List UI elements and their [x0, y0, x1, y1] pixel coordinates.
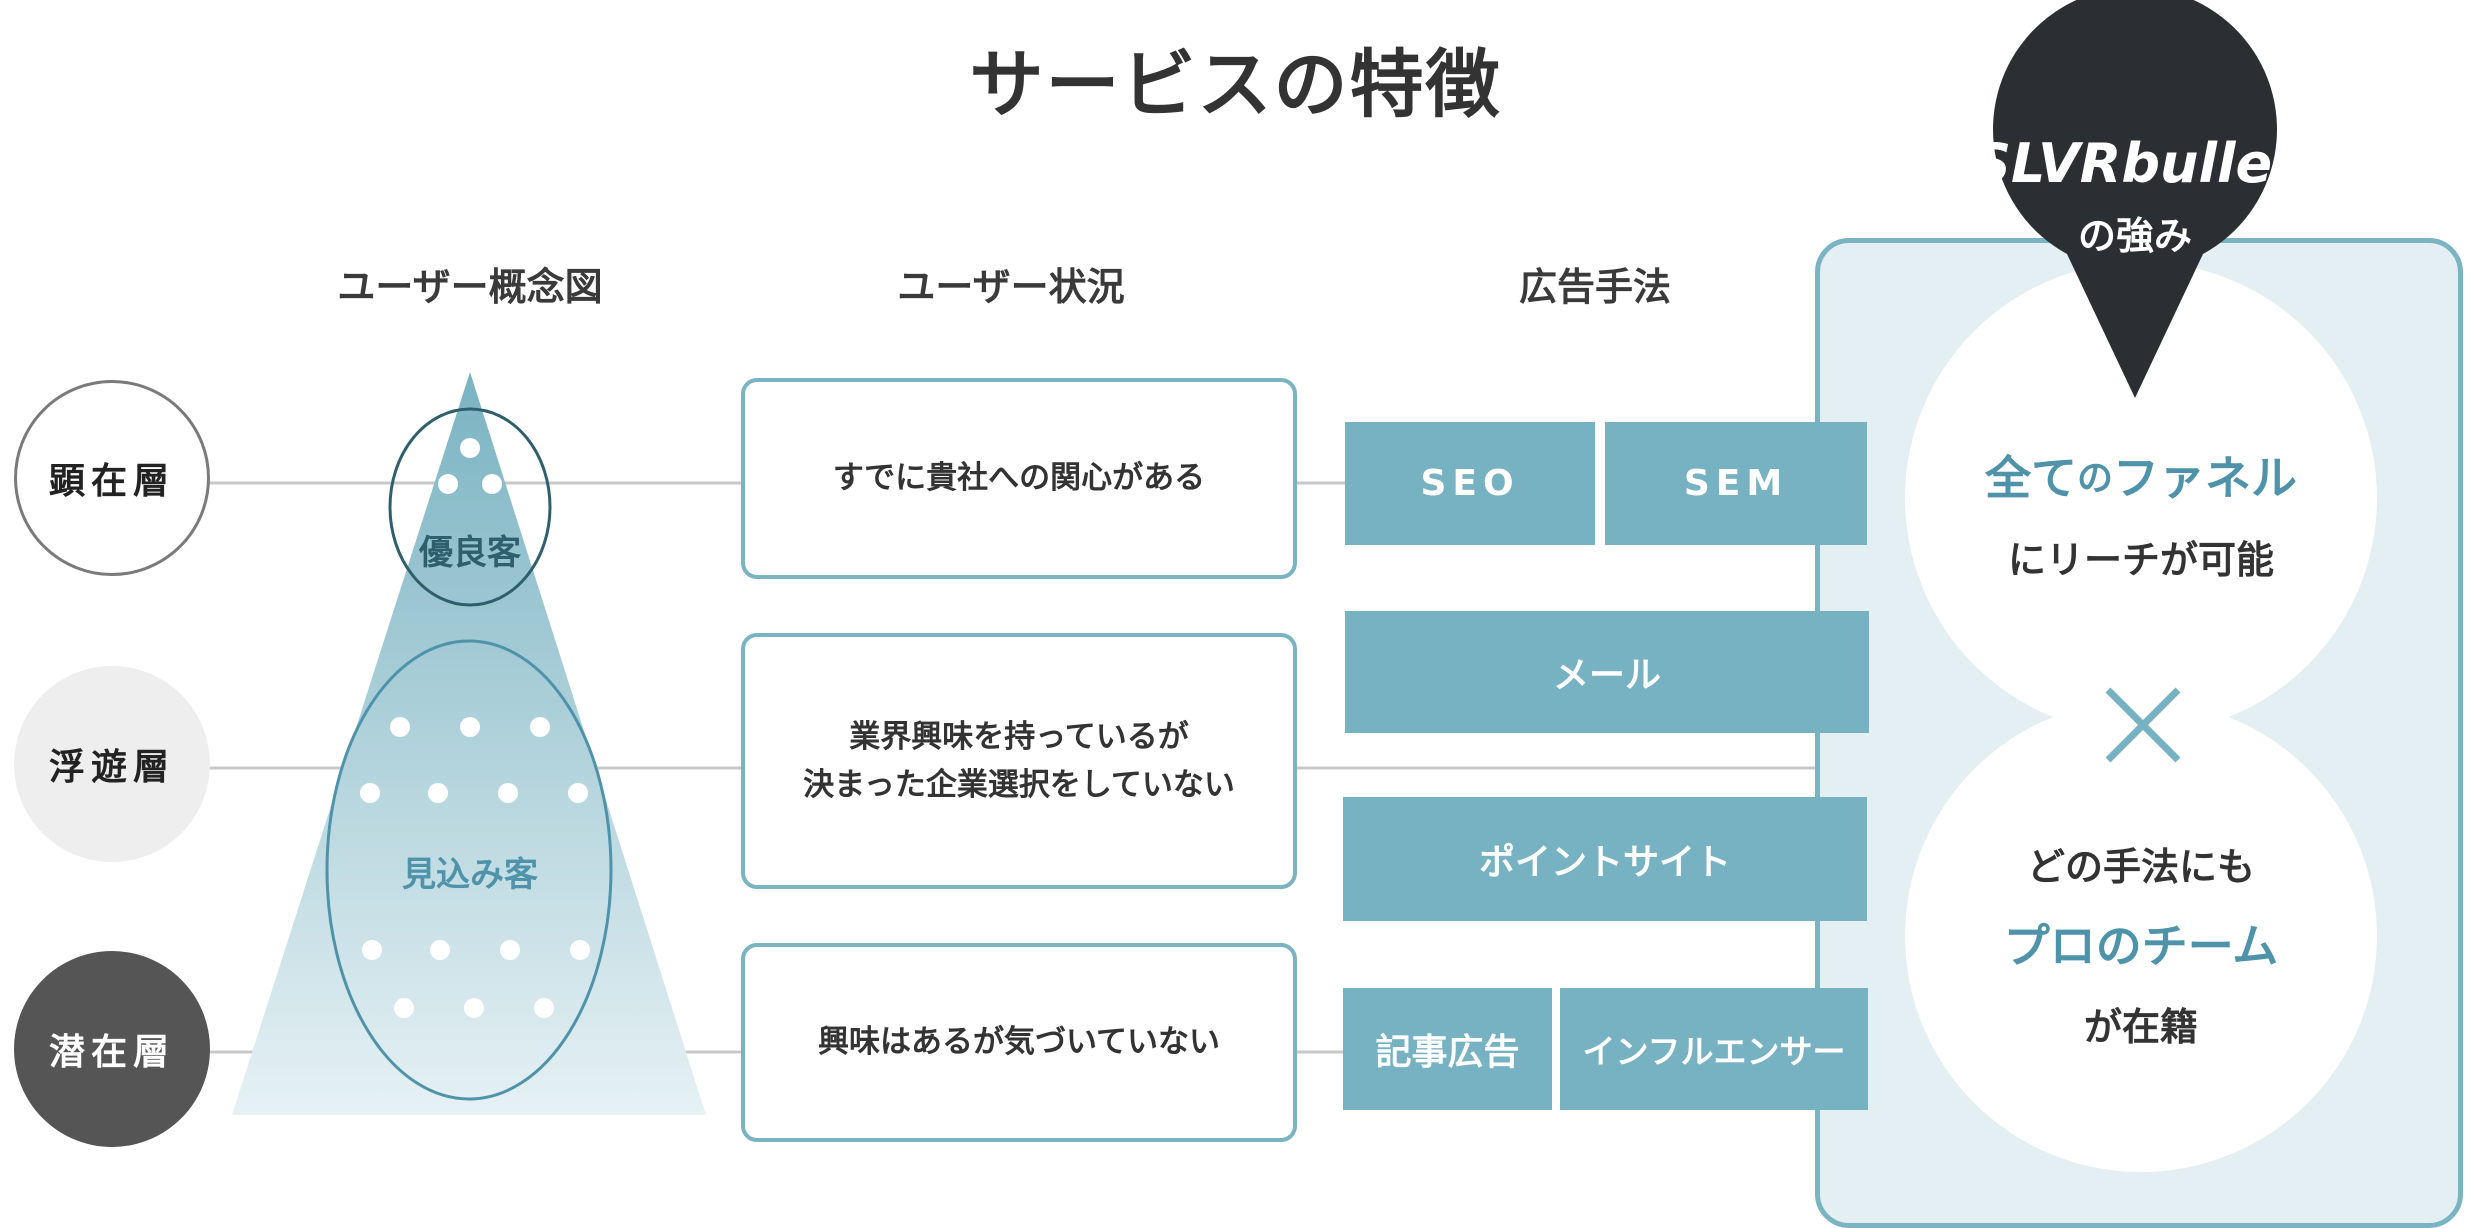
ad-sem: SEM — [1605, 422, 1867, 545]
strength-circle-bottom — [1905, 700, 2377, 1172]
status-box-kenzai: すでに貴社への関心がある — [741, 378, 1297, 579]
brand-name: SLVRbullet — [1972, 131, 2298, 195]
ad-mail: メール — [1345, 611, 1869, 733]
prospect-ring — [325, 639, 613, 1101]
column-header-status: ユーザー状況 — [897, 264, 1125, 309]
highlight-all: 全て — [1984, 451, 2077, 505]
reach-funnel-subtext: にリーチが可能 — [2007, 537, 2274, 582]
prospect-label: 見込み客 — [402, 854, 538, 895]
column-header-ads: 広告手法 — [1518, 264, 1671, 309]
ad-seo: SEO — [1345, 422, 1595, 545]
layer-senzai: 潜在層 — [14, 951, 210, 1147]
good-customer-label: 優良客 — [419, 532, 521, 573]
ad-point-site: ポイントサイト — [1343, 797, 1867, 921]
customer-dots — [360, 438, 590, 1018]
ad-influencer: インフルエンサー — [1560, 988, 1868, 1110]
funnel-triangle — [232, 372, 706, 1115]
cross-icon — [2105, 687, 2181, 763]
reach-funnel-headline: 全てのファネル — [1905, 440, 2377, 510]
pro-team-highlight: プロのチーム — [2003, 919, 2279, 973]
brand-suffix: の強み — [2077, 213, 2192, 258]
highlight-funnel: ファネル — [2113, 451, 2297, 505]
layer-fuyu: 浮遊層 — [14, 666, 210, 862]
layer-kenzai: 顕在層 — [14, 380, 210, 576]
brand-pin-badge — [1993, 0, 2277, 398]
status-box-senzai: 興味はあるが気づいていない — [741, 943, 1297, 1142]
ad-article: 記事広告 — [1343, 988, 1552, 1110]
pro-team-line1: どの手法にも — [2026, 844, 2255, 889]
funnel-diagram — [232, 372, 706, 1115]
pro-team-line3: が在籍 — [2083, 1004, 2198, 1049]
column-header-concept: ユーザー概念図 — [337, 264, 603, 309]
status-box-fuyu: 業界興味を持っているが 決まった企業選択をしていない — [741, 633, 1297, 889]
page-title: サービスの特徴 — [969, 41, 1502, 128]
good-customer-ring — [388, 407, 552, 607]
particle-no: の — [2076, 458, 2113, 499]
